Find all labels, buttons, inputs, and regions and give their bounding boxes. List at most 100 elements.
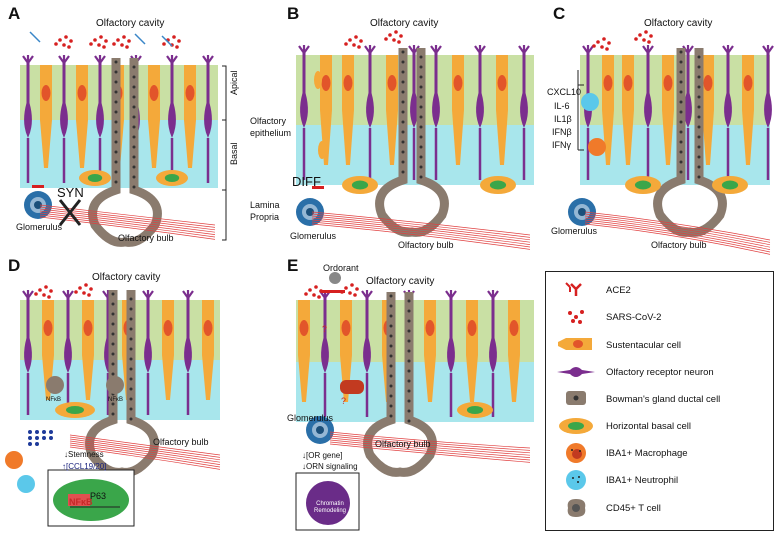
- duct-nucleus: [129, 357, 133, 361]
- virus-particle: [175, 45, 179, 49]
- cytokine-ifnb: IFNβ: [552, 127, 572, 137]
- duct-nucleus: [401, 120, 405, 124]
- virus-particle: [388, 33, 392, 37]
- duct-nucleus: [419, 145, 423, 149]
- virus-particle: [67, 45, 71, 49]
- sustentacular-nucleus: [663, 75, 673, 91]
- neuron-cilia: [487, 290, 499, 299]
- duct-nucleus: [407, 379, 411, 383]
- virus-particle: [47, 295, 51, 299]
- chemokine-dot: [28, 430, 32, 434]
- macrophage-d: [5, 451, 23, 469]
- duct-nucleus: [111, 322, 115, 326]
- duct-nucleus: [401, 170, 405, 174]
- sustentacular-nucleus: [321, 75, 331, 91]
- neutrophil-cell: [581, 93, 599, 111]
- duct-nucleus: [129, 307, 133, 311]
- virus-particle: [177, 39, 181, 43]
- bowmans-gland-duct: [363, 292, 437, 477]
- duct-nucleus: [389, 324, 393, 328]
- virus-particle: [78, 286, 82, 290]
- neuron-cilia: [518, 45, 530, 54]
- virus-particle: [49, 289, 53, 293]
- duct-nucleus: [407, 369, 411, 373]
- legend-virus: SARS-CoV-2: [606, 312, 662, 323]
- duct-nucleus: [419, 75, 423, 79]
- panel-label-c: C: [553, 4, 566, 23]
- neuron-cilia: [582, 45, 594, 54]
- virus-particle: [125, 45, 129, 49]
- duct-nucleus: [129, 367, 133, 371]
- panel-label-a: A: [8, 4, 21, 23]
- apical-layer: [296, 300, 534, 362]
- differentiating-cell: [318, 141, 326, 159]
- duct-nucleus: [114, 150, 118, 154]
- question-mark-2: ?: [341, 396, 347, 406]
- macrophage-e: [340, 380, 364, 394]
- sustentacular-nucleus: [41, 85, 51, 101]
- ductal-cell-icon: [566, 391, 586, 405]
- duct-nucleus: [132, 155, 136, 159]
- bulb-fiber: [39, 214, 216, 238]
- duct-nucleus: [401, 80, 405, 84]
- neuron-cilia: [364, 45, 376, 54]
- duct-nucleus: [697, 85, 701, 89]
- sustentacular-nucleus: [149, 85, 159, 101]
- cytokine-bracket: [577, 70, 584, 151]
- cavity-label-d: Olfactory cavity: [92, 272, 161, 283]
- duct-nucleus: [697, 155, 701, 159]
- virus-particle: [592, 44, 596, 48]
- virus-particle: [102, 45, 106, 49]
- olfactory-neuron: [168, 63, 176, 138]
- differentiating-cell: [321, 106, 329, 124]
- box-nfkb-label: NFκB: [69, 497, 93, 507]
- macrophage-icon: [566, 443, 586, 463]
- sustentacular-nucleus: [467, 320, 477, 336]
- duct-nucleus: [129, 417, 133, 421]
- bulb-fiber: [329, 435, 531, 454]
- virus-particle: [127, 39, 131, 43]
- duct-nucleus: [114, 70, 118, 74]
- question-mark-1: ?: [322, 324, 328, 334]
- bulb-fiber: [584, 213, 771, 243]
- duct-nucleus: [389, 394, 393, 398]
- zoom-basal-nucleus: [53, 479, 129, 521]
- duct-nucleus: [679, 130, 683, 134]
- nfkb-highlight: [68, 494, 90, 506]
- olfactory-neuron: [489, 298, 497, 373]
- olfactory-neuron: [60, 63, 68, 138]
- virus-particle: [58, 38, 62, 42]
- duct-nucleus: [132, 125, 136, 129]
- blue-arrow: [134, 33, 146, 45]
- virus-particle: [355, 287, 359, 291]
- legend-box: ACE2 SARS-CoV-2 Sustentacular cell Olfac…: [545, 271, 774, 531]
- legend-basal: Horizontal basal cell: [606, 421, 692, 432]
- duct-nucleus: [111, 352, 115, 356]
- duct-nucleus: [697, 65, 701, 69]
- bulb-fiber: [329, 441, 531, 461]
- panel-label-e: E: [287, 256, 299, 275]
- virus-particle: [348, 38, 352, 42]
- sustentacular-nucleus: [77, 85, 87, 101]
- bulb-fiber: [39, 216, 216, 240]
- sustentacular-nucleus: [185, 85, 195, 101]
- virus-particle: [605, 47, 609, 51]
- sustentacular-nucleus: [703, 75, 713, 91]
- bulb-label-e: Olfactory bulb: [375, 439, 431, 449]
- differentiating-cell: [314, 71, 322, 89]
- duct-nucleus: [114, 140, 118, 144]
- virus-particle: [172, 35, 176, 39]
- neuron-cilia: [298, 45, 310, 54]
- ccl-label: ↑[CCL19/20]: [62, 462, 107, 471]
- duct-nucleus: [114, 120, 118, 124]
- nfkb-label-right: NFκB: [108, 397, 123, 403]
- olfactory-neuron: [520, 53, 528, 128]
- olfactory-neuron: [764, 53, 772, 128]
- duct-nucleus: [679, 50, 683, 54]
- olfactory-neuron: [64, 298, 72, 373]
- bulb-fiber: [39, 208, 216, 231]
- neutrophil-icon: [566, 470, 586, 490]
- virus-particle: [394, 30, 398, 34]
- duct-nucleus: [129, 337, 133, 341]
- legend-sustentacular: Sustentacular cell: [606, 340, 681, 351]
